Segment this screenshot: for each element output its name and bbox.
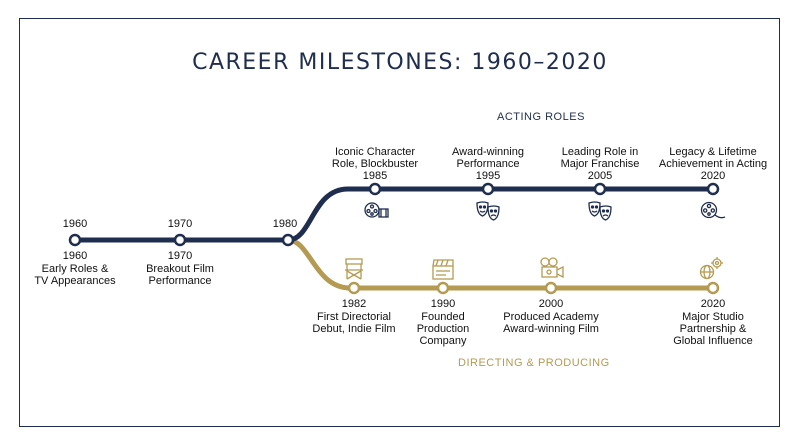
milestone-label-1960: Early Roles & TV Appearances xyxy=(34,263,116,287)
node-directing-2020 xyxy=(706,281,720,295)
acting-year-2005: 2005 xyxy=(587,170,613,182)
page-title: CAREER MILESTONES: 1960–2020 xyxy=(192,50,608,75)
acting-track xyxy=(285,186,716,243)
node-directing-1990 xyxy=(436,281,450,295)
film-reel-icon xyxy=(364,202,389,218)
year-1960-top: 1960 xyxy=(62,218,88,230)
movie-camera-icon xyxy=(540,257,564,279)
directing-year-2000: 2000 xyxy=(538,298,564,310)
year-1970-bottom: 1970 xyxy=(167,250,193,262)
node-acting-1995 xyxy=(481,182,495,196)
directing-track xyxy=(285,237,718,291)
frame-border xyxy=(19,18,780,427)
directing-label-1990: Founded Production Company xyxy=(416,311,470,347)
directing-year-1982: 1982 xyxy=(341,298,367,310)
acting-label-2020: Legacy & Lifetime Achievement in Acting xyxy=(658,146,768,170)
acting-label-1985: Iconic Character Role, Blockbuster xyxy=(331,146,419,170)
node-1980 xyxy=(281,233,295,247)
year-1980-top: 1980 xyxy=(272,218,298,230)
directing-label-2020: Major Studio Partnership & Global Influe… xyxy=(673,311,753,347)
node-1960 xyxy=(68,233,82,247)
clapperboard-icon xyxy=(432,259,454,280)
acting-year-1985: 1985 xyxy=(362,170,388,182)
theater-masks-icon xyxy=(588,201,612,221)
directing-label-1982: First Directorial Debut, Indie Film xyxy=(312,311,396,335)
director-chair-icon xyxy=(345,258,363,280)
directing-year-1990: 1990 xyxy=(430,298,456,310)
film-reel-icon xyxy=(700,201,726,219)
node-acting-2020 xyxy=(706,182,720,196)
acting-year-1995: 1995 xyxy=(475,170,501,182)
node-directing-1982 xyxy=(347,281,361,295)
acting-section-label: ACTING ROLES xyxy=(497,111,585,123)
node-acting-1985 xyxy=(368,182,382,196)
node-directing-2000 xyxy=(544,281,558,295)
theater-masks-icon xyxy=(476,201,500,221)
node-1970 xyxy=(173,233,187,247)
globe-gears-icon xyxy=(699,257,723,280)
year-1960-bottom: 1960 xyxy=(62,250,88,262)
node-acting-2005 xyxy=(593,182,607,196)
directing-section-label: DIRECTING & PRODUCING xyxy=(458,357,610,369)
milestone-label-1970: Breakout Film Performance xyxy=(146,263,214,287)
year-1970-top: 1970 xyxy=(167,218,193,230)
acting-year-2020: 2020 xyxy=(700,170,726,182)
acting-label-1995: Award-winning Performance xyxy=(452,146,524,170)
directing-year-2020: 2020 xyxy=(700,298,726,310)
directing-label-2000: Produced Academy Award-winning Film xyxy=(503,311,599,335)
acting-label-2005: Leading Role in Major Franchise xyxy=(560,146,640,170)
